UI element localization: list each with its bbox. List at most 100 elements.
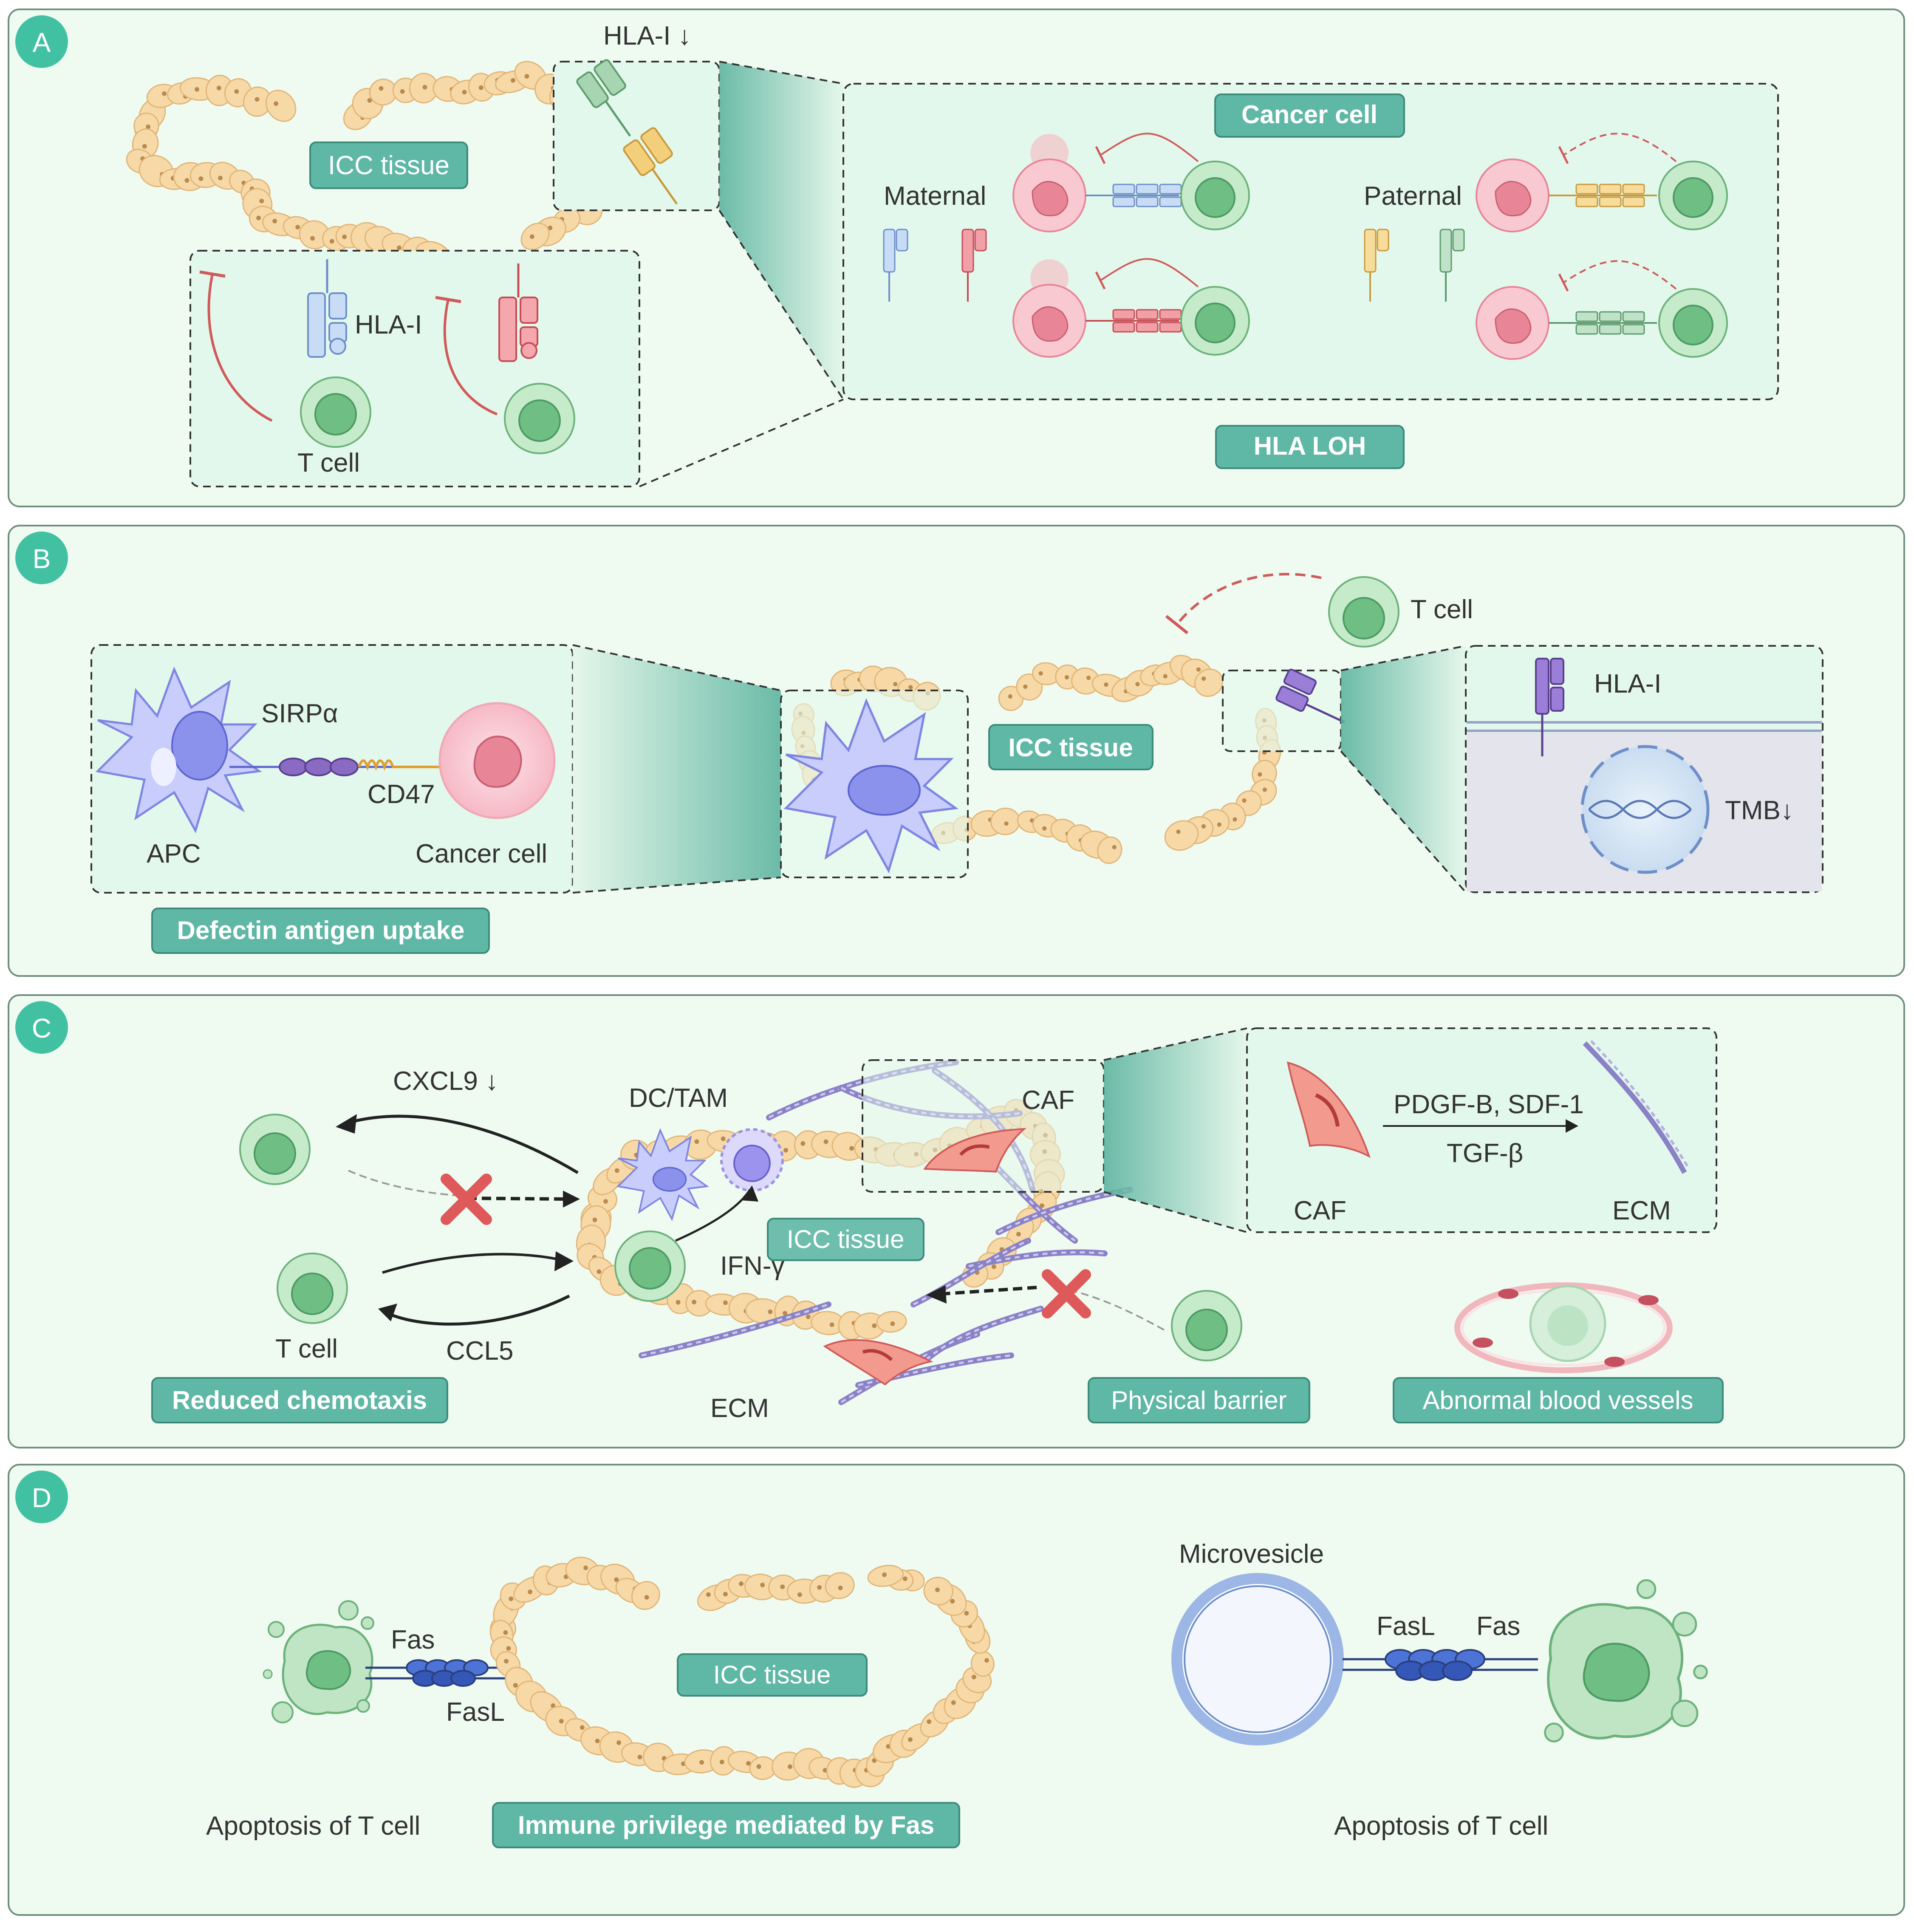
inhibition-arrow [1100,133,1199,162]
sirpa-receptor-icon [279,758,359,776]
panel-a-badge [15,15,68,68]
reduced-chemotaxis-tag-label: Reduced chemotaxis [172,1386,427,1414]
tissue-cell [990,807,1021,835]
apoptosis-right-label: Apoptosis of T cell [1334,1811,1548,1841]
zoom-box-hla-b [1222,670,1342,752]
fas-right-label: Fas [1476,1612,1520,1641]
t-cell-icon [1658,161,1728,230]
icc-tissue-tag-a-label: ICC tissue [328,151,450,180]
tgf-label: TGF-β [1447,1139,1523,1168]
dna-icon [1588,800,1692,819]
t-cell-icon [1180,286,1250,356]
t-cell-icon [1328,576,1399,648]
fasl-label: FasL [446,1697,505,1727]
apoptotic-t-cell-icon [263,1600,374,1723]
zoom-projection-a [719,62,843,399]
dashed-chemotaxis-line [348,1170,468,1197]
reduced-chemotaxis-tag [151,1377,448,1423]
dc-tam-label: DC/TAM [629,1083,728,1113]
tissue-cell [867,1564,904,1587]
block-x-icon [1042,1269,1091,1318]
chemotaxis-arrow-in [382,1253,561,1274]
fas-privilege-tag-label: Immune privilege mediated by Fas [518,1811,934,1839]
panel-a-badge-label: A [33,27,51,58]
chemotaxis-arrow-ccl5 [386,1294,570,1326]
icc-tissue-chain [489,1556,995,1788]
ligand-receptor-pair [1012,133,1250,232]
t-cell-icon [614,1230,686,1302]
interaction-rows [1012,133,1728,360]
ecm-label: ECM [710,1394,769,1423]
hla-i-label: HLA-I [355,310,422,339]
tissue-cell [1194,668,1224,697]
zoom-box-t-cell [189,250,640,487]
tissue-cell [265,90,297,122]
fasl-right-label: FasL [1377,1612,1435,1641]
t-cell-label: T cell [297,448,360,478]
zoom-projection-b-left [573,645,781,893]
fas-privilege-tag [492,1802,960,1848]
dashed-barrier-line [1053,1287,1165,1331]
ecm-zoom-label: ECM [1612,1196,1671,1225]
tissue-cell [684,1749,721,1774]
apc-in-tissue-icon [783,698,958,874]
tissue-cell [876,1311,907,1333]
t-cell-label-b: T cell [1411,595,1473,624]
maternal-label: Maternal [884,181,986,211]
cxcl9-label: CXCL9 ↓ [393,1066,498,1096]
defect-antigen-tag [151,908,490,954]
cancer-cell-icon [438,702,556,819]
paternal-green-hla-icon [1439,229,1465,302]
panel-b-badge-label: B [33,543,51,574]
panel-b: B SIRPα CD47 APC Cancer cell Defectin an… [8,525,1905,977]
icc-tissue-tag-d [677,1653,868,1697]
panel-c-badge [15,1001,68,1054]
tissue-cell [923,1576,953,1606]
ligand-receptor-pair [1476,260,1728,360]
panel-c-badge-label: C [32,1013,51,1044]
inhibition-arrow-t-cell [1176,573,1322,625]
t-cell-icon [504,383,575,454]
tissue-cell [749,1756,777,1780]
icc-tissue-tag-d-label: ICC tissue [713,1660,831,1689]
zoom-box-caf-ecm [1246,1027,1717,1233]
defect-antigen-tag-label: Defectin antigen uptake [177,916,465,945]
t-cell-icon [1658,288,1728,358]
tissue-cell [631,1581,660,1610]
cancer-cell-icon [1012,259,1086,358]
inhibition-arrow-left [207,274,273,422]
hla-i-label-b: HLA-I [1594,669,1661,699]
maternal-blue-hla-icon [883,229,908,302]
tissue-cell [1164,820,1199,851]
inhibition-arrow-right [443,299,498,416]
hla-i-blue-receptor-icon [307,259,347,358]
fas-label: Fas [391,1625,435,1655]
paternal-label: Paternal [1364,181,1462,211]
cancer-cell-icon [1476,158,1549,232]
inhibition-arrow [1100,258,1199,288]
panel-d-badge [15,1471,68,1523]
hla-i-membrane-receptor-icon [1535,658,1564,756]
tissue-cell [1097,836,1122,864]
tissue-cell [998,686,1024,711]
cancer-cell-icon [1476,286,1549,360]
tissue-cell [520,223,550,250]
apc-cell-icon [95,666,262,834]
hla-down-label: HLA-I ↓ [603,21,691,51]
tissue-cell [685,1290,713,1317]
fas-fasl-complex-icon [406,1659,489,1687]
icc-tissue-tag-b [988,724,1153,770]
caf-label: CAF [1022,1086,1074,1115]
chemotaxis-arrow-cxcl9 [343,1115,579,1174]
tissue-cell [299,220,330,249]
icc-tissue-tag-c [767,1218,924,1261]
t-cell-icon [277,1253,348,1324]
blood-vessel-icon [1454,1282,1673,1373]
caf-cell-icon [823,1339,933,1386]
panel-d-badge-label: D [32,1482,51,1513]
cancer-cell-label: Cancer cell [416,839,547,868]
microvesicle-label: Microvesicle [1179,1539,1324,1569]
ligand-receptor-pair [1012,258,1250,358]
nucleus-icon [1580,745,1710,874]
sirpa-label: SIRPα [261,699,338,728]
